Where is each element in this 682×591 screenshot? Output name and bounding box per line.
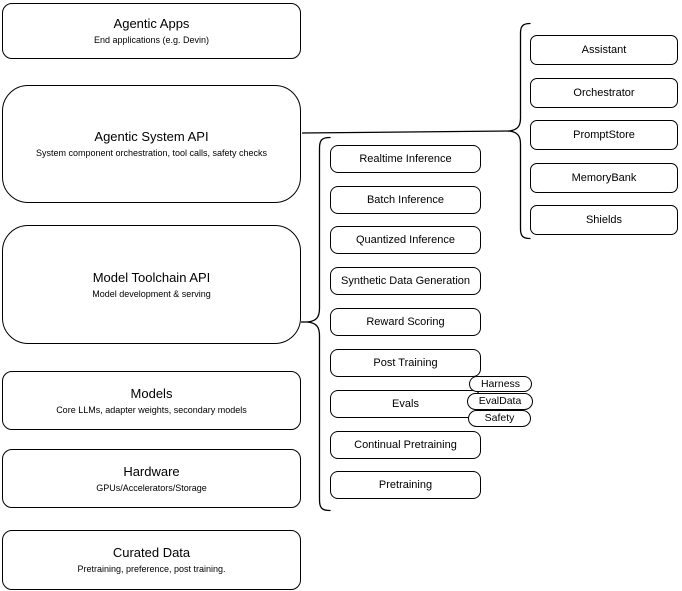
pretraining-label: Pretraining xyxy=(378,479,433,491)
box-quantized-inference: Quantized Inference xyxy=(330,226,481,254)
quantized-inference-label: Quantized Inference xyxy=(355,234,456,246)
shields-label: Shields xyxy=(585,214,623,226)
box-promptstore: PromptStore xyxy=(530,120,678,150)
batch-inference-label: Batch Inference xyxy=(366,194,445,206)
realtime-inference-label: Realtime Inference xyxy=(359,153,452,165)
orchestrator-label: Orchestrator xyxy=(573,87,635,99)
box-shields: Shields xyxy=(530,205,678,235)
continual-pretraining-label: Continual Pretraining xyxy=(354,439,457,451)
box-post-training: Post Training xyxy=(330,349,481,377)
evaldata-label: EvalData xyxy=(478,395,522,408)
system-components-brace xyxy=(508,22,531,240)
box-orchestrator: Orchestrator xyxy=(530,78,678,108)
box-model-toolchain-api: Model Toolchain API Model development & … xyxy=(2,225,301,344)
box-models: Models Core LLMs, adapter weights, secon… xyxy=(2,371,301,430)
reward-scoring-label: Reward Scoring xyxy=(366,316,445,328)
box-evals: Evals xyxy=(330,390,481,418)
tag-harness: Harness xyxy=(469,376,532,392)
box-reward-scoring: Reward Scoring xyxy=(330,308,481,336)
hardware-title: Hardware xyxy=(123,463,180,479)
agentic-apps-title: Agentic Apps xyxy=(113,16,190,31)
promptstore-label: PromptStore xyxy=(573,129,635,141)
box-realtime-inference: Realtime Inference xyxy=(330,145,481,173)
tag-evaldata: EvalData xyxy=(467,393,533,410)
box-curated-data: Curated Data Pretraining, preference, po… xyxy=(2,530,301,590)
box-agentic-apps: Agentic Apps End applications (e.g. Devi… xyxy=(2,3,301,59)
box-memorybank: MemoryBank xyxy=(530,163,678,193)
models-title: Models xyxy=(130,385,173,401)
model-toolchain-api-subtitle: Model development & serving xyxy=(92,288,211,299)
harness-label: Harness xyxy=(480,377,521,390)
hardware-subtitle: GPUs/Accelerators/Storage xyxy=(96,482,207,493)
synthetic-data-generation-label: Synthetic Data Generation xyxy=(340,275,471,287)
agentic-system-api-title: Agentic System API xyxy=(94,129,209,144)
box-synthetic-data-generation: Synthetic Data Generation xyxy=(330,267,481,295)
assistant-label: Assistant xyxy=(581,44,627,56)
agentic-apps-subtitle: End applications (e.g. Devin) xyxy=(93,35,210,45)
box-continual-pretraining: Continual Pretraining xyxy=(330,431,481,459)
memorybank-label: MemoryBank xyxy=(571,172,637,184)
box-batch-inference: Batch Inference xyxy=(330,186,481,214)
box-assistant: Assistant xyxy=(530,35,678,65)
box-agentic-system-api: Agentic System API System component orch… xyxy=(2,85,301,203)
safety-label: Safety xyxy=(484,412,515,425)
model-toolchain-api-title: Model Toolchain API xyxy=(92,269,211,285)
curated-data-title: Curated Data xyxy=(112,545,191,560)
box-hardware: Hardware GPUs/Accelerators/Storage xyxy=(2,449,301,508)
models-subtitle: Core LLMs, adapter weights, secondary mo… xyxy=(56,404,247,415)
post-training-label: Post Training xyxy=(373,357,438,369)
evals-label: Evals xyxy=(392,398,419,410)
system-api-connector-line xyxy=(301,130,510,134)
toolchain-brace xyxy=(307,136,331,512)
curated-data-subtitle: Pretraining, preference, post training. xyxy=(77,564,226,574)
agentic-system-api-subtitle: System component orchestration, tool cal… xyxy=(35,148,268,158)
box-pretraining: Pretraining xyxy=(330,471,481,499)
tag-safety: Safety xyxy=(468,410,531,427)
